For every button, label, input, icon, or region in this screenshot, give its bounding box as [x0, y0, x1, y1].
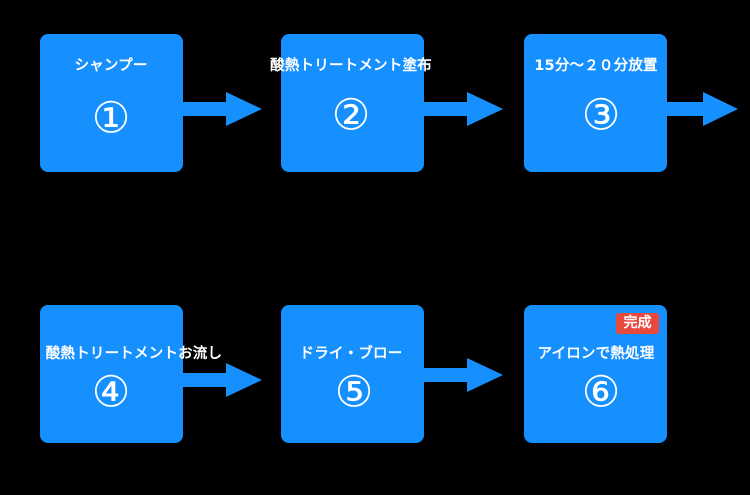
complete-badge: 完成	[616, 313, 659, 334]
step-number-3: ③	[581, 90, 621, 141]
step-number-6: ⑥	[581, 367, 621, 418]
step-label-2: 酸熱トリートメント塗布	[270, 58, 432, 74]
arrow-right-icon	[183, 92, 262, 126]
step-box-3	[524, 34, 667, 172]
step-number-1: ①	[91, 93, 131, 144]
step-number-5: ⑤	[334, 367, 374, 418]
step-number-4: ④	[91, 367, 131, 418]
arrow-right-icon	[424, 92, 503, 126]
arrow-right-icon	[424, 358, 503, 392]
arrow-right-icon	[183, 363, 262, 397]
step-label-6: アイロンで熱処理	[537, 346, 655, 362]
step-box-5	[281, 305, 424, 443]
step-label-1: シャンプー	[74, 58, 148, 74]
step-box-1	[40, 34, 183, 172]
step-box-2	[281, 34, 424, 172]
step-number-2: ②	[331, 90, 371, 141]
step-label-5: ドライ・ブロー	[299, 346, 403, 362]
step-label-3: 15分〜２０分放置	[534, 58, 658, 74]
step-label-4: 酸熱トリートメントお流し	[45, 346, 223, 362]
step-box-4	[40, 305, 183, 443]
arrow-right-icon	[667, 92, 738, 126]
